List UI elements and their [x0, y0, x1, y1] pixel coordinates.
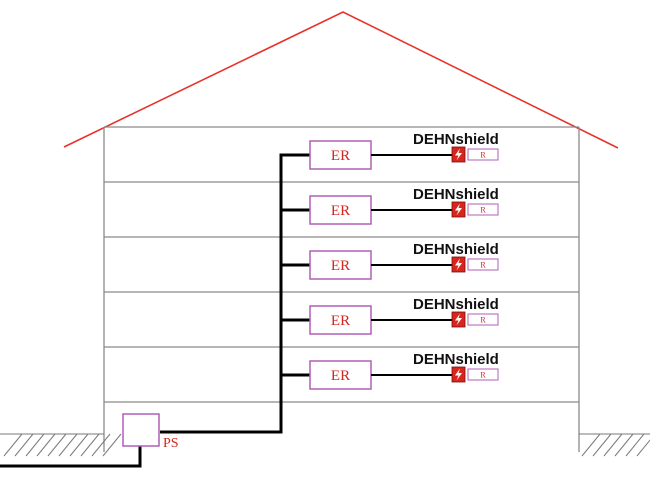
ground-hatch-stroke [91, 433, 111, 457]
power-supply: PS [122, 413, 179, 451]
r-box [467, 313, 499, 326]
ground-hatch-stroke [581, 433, 601, 457]
power-supply-box [122, 413, 160, 447]
er-label: ER [331, 313, 350, 329]
dehnshield-label: DEHNshield [413, 351, 499, 368]
r-label: R [480, 261, 486, 270]
ground-hatch-stroke [47, 433, 67, 457]
ground-feed-cable [0, 445, 142, 468]
r-label: R [480, 371, 486, 380]
roof-line [63, 11, 619, 149]
ground-hatch-stroke [58, 433, 78, 457]
main-cable [160, 153, 310, 434]
er-label: ER [331, 203, 350, 219]
dehnshield-label: DEHNshield [413, 186, 499, 203]
ground-hatch-stroke [36, 433, 56, 457]
lightning-bolt-icon [455, 203, 462, 216]
ground-hatch-stroke [603, 433, 623, 457]
building-walls [103, 126, 580, 452]
er-box [309, 140, 372, 170]
ground-hatch-stroke [3, 433, 23, 457]
ground-hatch-stroke [14, 433, 34, 457]
floor-units: ERDEHNshieldRERDEHNshieldRERDEHNshieldRE… [281, 131, 499, 390]
r-box [467, 368, 499, 381]
ground-hatching [0, 433, 650, 457]
dehnshield-label: DEHNshield [413, 241, 499, 258]
ground-hatch-stroke [102, 433, 122, 457]
ground-hatch-stroke [625, 433, 645, 457]
er-box [309, 250, 372, 280]
er-label: ER [331, 368, 350, 384]
r-label: R [480, 206, 486, 215]
ground-hatch-stroke [592, 433, 612, 457]
r-box [467, 148, 499, 161]
er-box [309, 195, 372, 225]
dehnshield-label: DEHNshield [413, 131, 499, 148]
lightning-bolt-icon [455, 368, 462, 381]
power-supply-label: PS [163, 436, 179, 451]
ground-hatch-stroke [636, 439, 650, 457]
er-label: ER [331, 148, 350, 164]
ground-hatch-stroke [69, 433, 89, 457]
ground-hatch-stroke [80, 433, 100, 457]
r-label: R [480, 151, 486, 160]
lightning-bolt-icon [455, 258, 462, 271]
supply-cable [0, 153, 310, 468]
r-box [467, 203, 499, 216]
r-box [467, 258, 499, 271]
r-label: R [480, 316, 486, 325]
lightning-bolt-icon [455, 148, 462, 161]
er-box [309, 360, 372, 390]
er-label: ER [331, 258, 350, 274]
ground-hatch-stroke [614, 433, 634, 457]
lightning-bolt-icon [455, 313, 462, 326]
ground-hatch-stroke [25, 433, 45, 457]
dehnshield-label: DEHNshield [413, 296, 499, 313]
